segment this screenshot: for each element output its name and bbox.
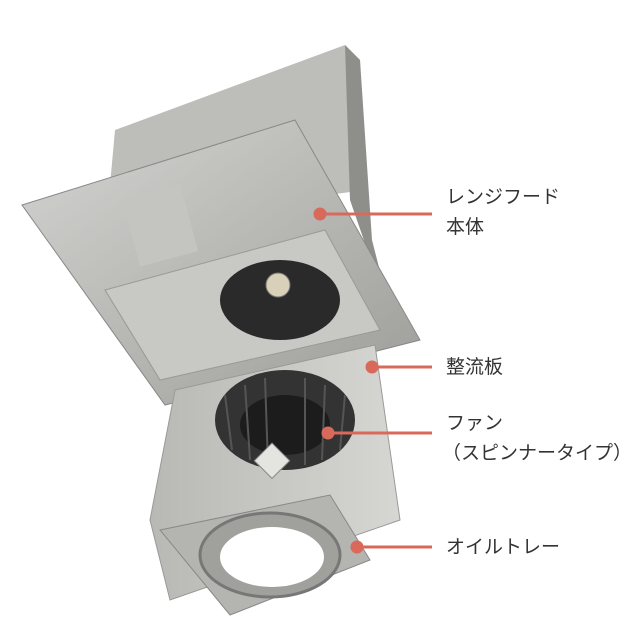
label-line: 本体 (446, 216, 485, 238)
label-baffle-plate: 整流板 (446, 352, 503, 382)
hood-side (345, 45, 395, 330)
motor-opening (220, 260, 340, 340)
label-oil-tray: オイルトレー (446, 532, 560, 562)
label-line: （スピンナータイプ） (442, 442, 633, 464)
label-fan: ファン （スピンナータイプ） (442, 408, 632, 468)
label-hood-body: レンジフード 本体 (446, 182, 560, 242)
label-line: レンジフード (446, 186, 561, 208)
label-line: 整流板 (446, 356, 504, 378)
label-line: オイルトレー (446, 536, 561, 558)
label-line: ファン (446, 412, 504, 434)
